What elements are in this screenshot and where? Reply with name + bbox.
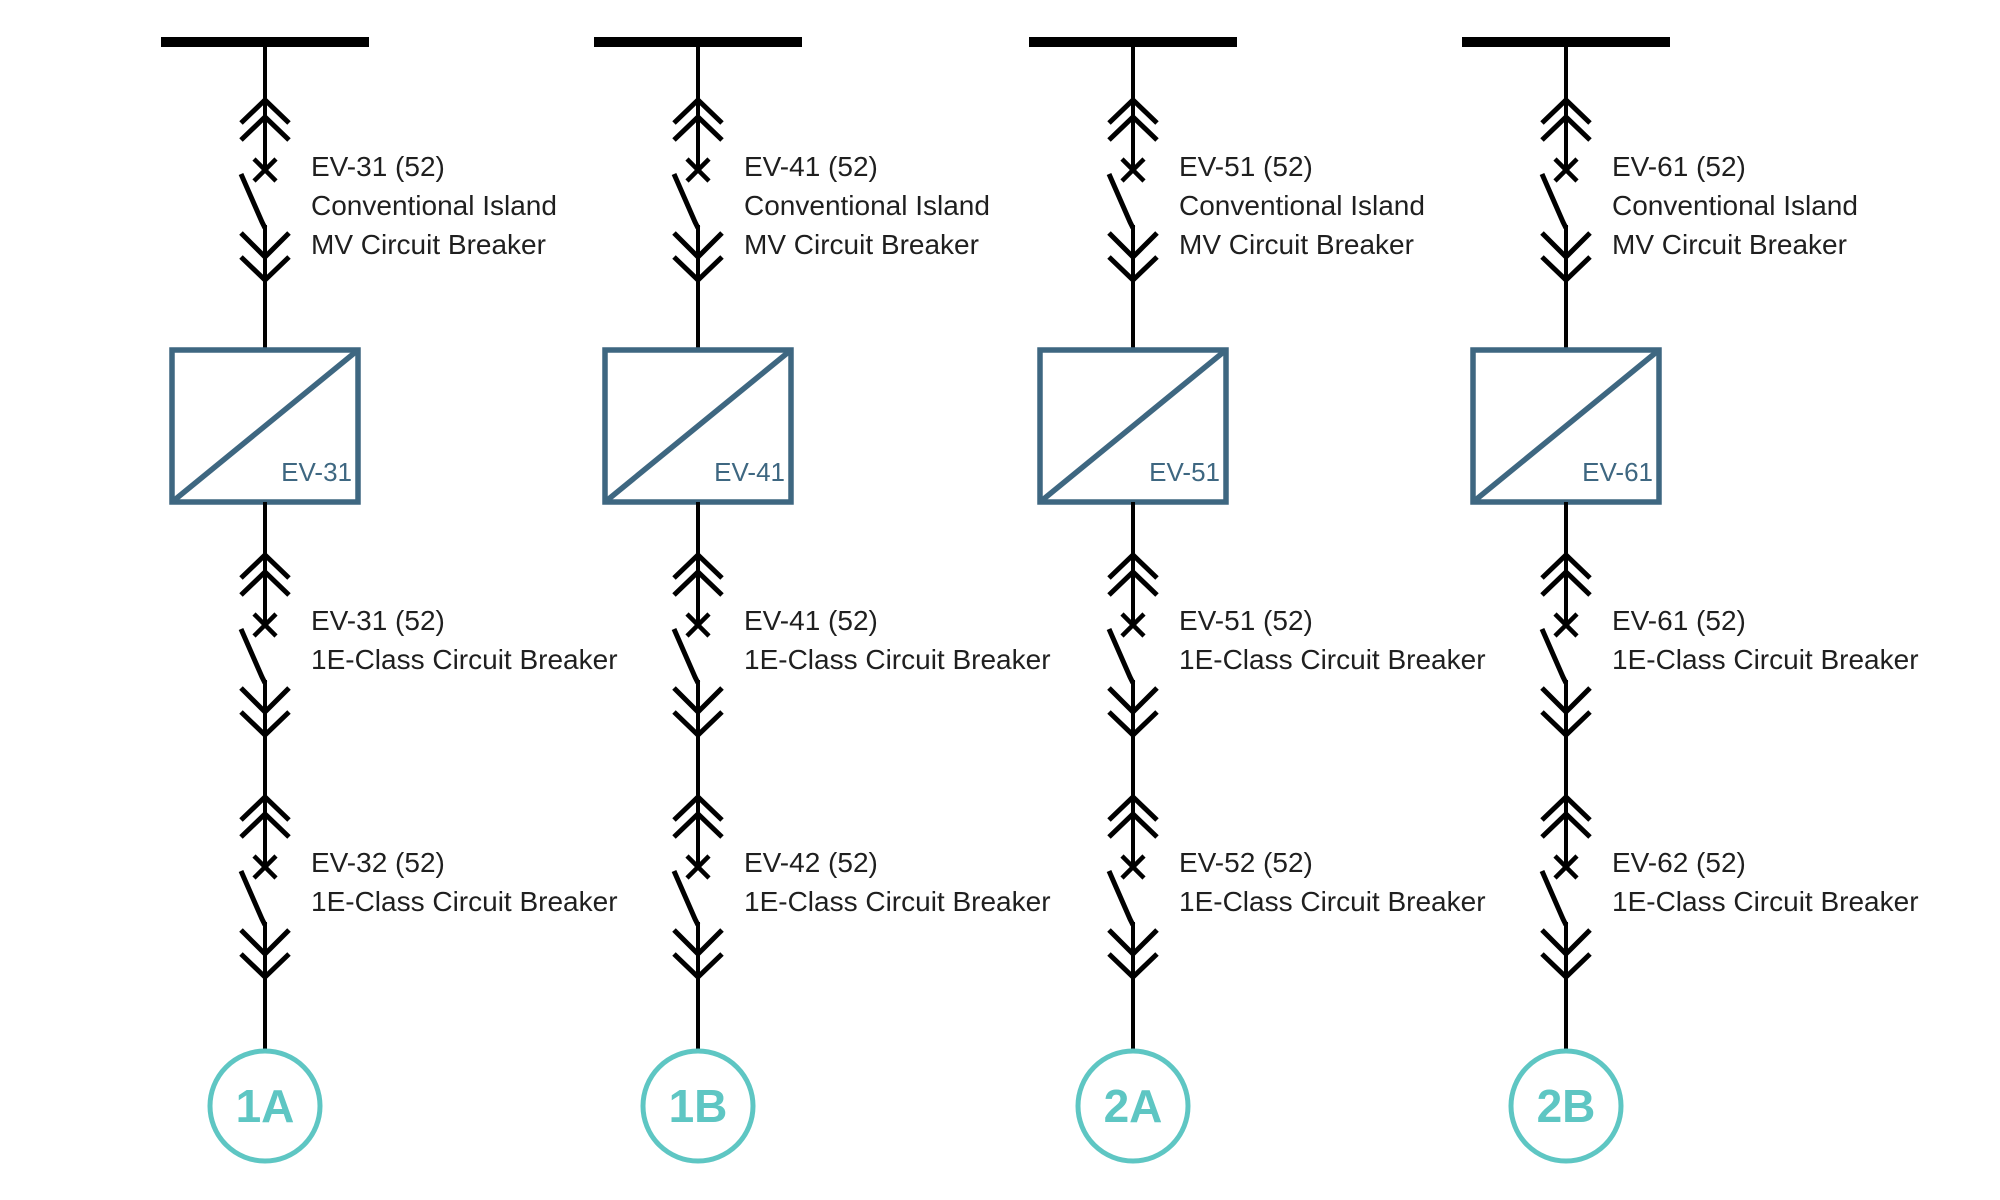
terminal-circle-label: 2B bbox=[1536, 1080, 1596, 1132]
breaker-label-line: Conventional Island bbox=[311, 190, 557, 221]
1e-breaker-label: EV-61 (52) 1E-Class Circuit Breaker bbox=[1612, 601, 1919, 679]
mv-breaker-label: EV-61 (52) Conventional Island MV Circui… bbox=[1612, 147, 1858, 264]
breaker-label-line: MV Circuit Breaker bbox=[311, 229, 546, 260]
breaker-label-line: EV-42 (52) bbox=[744, 847, 878, 878]
1e-breaker-label: EV-52 (52) 1E-Class Circuit Breaker bbox=[1179, 843, 1486, 921]
mv-circuit-breaker-symbol bbox=[1109, 100, 1157, 280]
1e-breaker-label: EV-32 (52) 1E-Class Circuit Breaker bbox=[311, 843, 618, 921]
feeder-column-graphics-2a bbox=[1029, 37, 1237, 1164]
breaker-label-line: EV-41 (52) bbox=[744, 151, 878, 182]
1e-breaker-label: EV-41 (52) 1E-Class Circuit Breaker bbox=[744, 601, 1051, 679]
breaker-label-line: 1E-Class Circuit Breaker bbox=[1612, 644, 1919, 675]
breaker-label-line: 1E-Class Circuit Breaker bbox=[311, 644, 618, 675]
transformer-box-label: EV-51 bbox=[1149, 457, 1220, 487]
breaker-label-line: Conventional Island bbox=[744, 190, 990, 221]
transformer-box-diagonal bbox=[170, 347, 360, 505]
transformer-box-label: EV-41 bbox=[714, 457, 785, 487]
1e-circuit-breaker-symbol bbox=[674, 797, 722, 977]
breaker-label-line: EV-41 (52) bbox=[744, 605, 878, 636]
breaker-label-line: 1E-Class Circuit Breaker bbox=[1179, 644, 1486, 675]
transformer-box-diagonal bbox=[603, 347, 793, 505]
breaker-label-line: EV-51 (52) bbox=[1179, 605, 1313, 636]
breaker-label-line: 1E-Class Circuit Breaker bbox=[744, 644, 1051, 675]
breaker-label-line: EV-61 (52) bbox=[1612, 605, 1746, 636]
terminal-circle-label: 1B bbox=[668, 1080, 728, 1132]
1e-circuit-breaker-symbol bbox=[241, 797, 289, 977]
mv-breaker-label: EV-51 (52) Conventional Island MV Circui… bbox=[1179, 147, 1425, 264]
terminal-circle bbox=[640, 1048, 756, 1164]
mv-breaker-label: EV-41 (52) Conventional Island MV Circui… bbox=[744, 147, 990, 264]
1e-breaker-label: EV-51 (52) 1E-Class Circuit Breaker bbox=[1179, 601, 1486, 679]
breaker-label-line: Conventional Island bbox=[1612, 190, 1858, 221]
mv-circuit-breaker-symbol bbox=[674, 100, 722, 280]
breaker-label-line: MV Circuit Breaker bbox=[1179, 229, 1414, 260]
1e-circuit-breaker-symbol bbox=[1542, 555, 1590, 735]
breaker-label-line: 1E-Class Circuit Breaker bbox=[1612, 886, 1919, 917]
1e-breaker-label: EV-62 (52) 1E-Class Circuit Breaker bbox=[1612, 843, 1919, 921]
breaker-label-line: EV-62 (52) bbox=[1612, 847, 1746, 878]
1e-circuit-breaker-symbol bbox=[674, 555, 722, 735]
breaker-label-line: 1E-Class Circuit Breaker bbox=[1179, 886, 1486, 917]
feeder-column-graphics-2b bbox=[1462, 37, 1670, 1164]
1e-circuit-breaker-symbol bbox=[241, 555, 289, 735]
terminal-circle bbox=[1508, 1048, 1624, 1164]
breaker-label-line: Conventional Island bbox=[1179, 190, 1425, 221]
terminal-circle-label: 1A bbox=[235, 1080, 295, 1132]
breaker-label-line: EV-61 (52) bbox=[1612, 151, 1746, 182]
breaker-label-line: EV-32 (52) bbox=[311, 847, 445, 878]
feeder-column-graphics-1b bbox=[594, 37, 802, 1164]
mv-circuit-breaker-symbol bbox=[1542, 100, 1590, 280]
transformer-box-label: EV-61 bbox=[1582, 457, 1653, 487]
1e-circuit-breaker-symbol bbox=[1542, 797, 1590, 977]
feeder-column-graphics-1a bbox=[161, 37, 369, 1164]
terminal-circle bbox=[1075, 1048, 1191, 1164]
transformer-box-diagonal bbox=[1038, 347, 1228, 505]
mv-breaker-label: EV-31 (52) Conventional Island MV Circui… bbox=[311, 147, 557, 264]
1e-circuit-breaker-symbol bbox=[1109, 555, 1157, 735]
breaker-label-line: MV Circuit Breaker bbox=[1612, 229, 1847, 260]
breaker-label-line: MV Circuit Breaker bbox=[744, 229, 979, 260]
breaker-label-line: 1E-Class Circuit Breaker bbox=[311, 886, 618, 917]
breaker-label-line: EV-31 (52) bbox=[311, 151, 445, 182]
mv-circuit-breaker-symbol bbox=[241, 100, 289, 280]
breaker-label-line: EV-51 (52) bbox=[1179, 151, 1313, 182]
1e-breaker-label: EV-31 (52) 1E-Class Circuit Breaker bbox=[311, 601, 618, 679]
transformer-box-diagonal bbox=[1471, 347, 1661, 505]
1e-circuit-breaker-symbol bbox=[1109, 797, 1157, 977]
breaker-label-line: 1E-Class Circuit Breaker bbox=[744, 886, 1051, 917]
1e-breaker-label: EV-42 (52) 1E-Class Circuit Breaker bbox=[744, 843, 1051, 921]
terminal-circle bbox=[207, 1048, 323, 1164]
terminal-circle-label: 2A bbox=[1103, 1080, 1163, 1132]
breaker-label-line: EV-31 (52) bbox=[311, 605, 445, 636]
transformer-box-label: EV-31 bbox=[281, 457, 352, 487]
breaker-label-line: EV-52 (52) bbox=[1179, 847, 1313, 878]
